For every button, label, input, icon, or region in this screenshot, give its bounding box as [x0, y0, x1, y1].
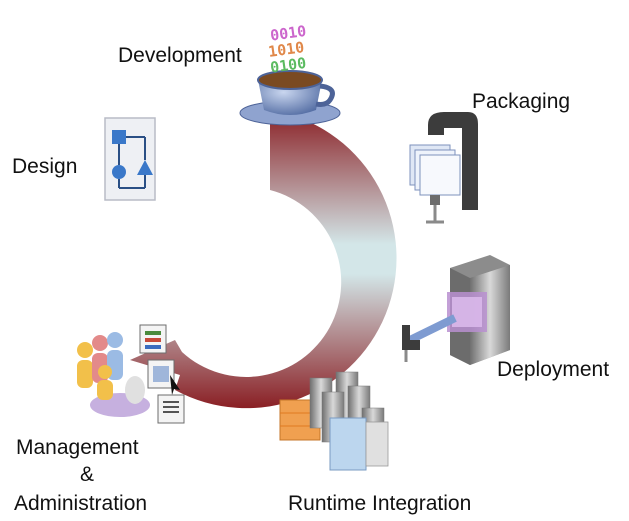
runtime-servers-icon [279, 371, 389, 471]
stage-label-management: Management [16, 436, 139, 459]
stage-label-deployment: Deployment [497, 358, 610, 381]
cycle-arrow [130, 110, 397, 409]
server-icon [402, 255, 510, 365]
design-flowchart-icon [104, 117, 156, 201]
binary-row-1: 0010 [269, 22, 307, 45]
stage-label-administration: Administration [14, 492, 148, 515]
stage-label-packaging: Packaging [472, 90, 571, 113]
clamp-icon [409, 112, 478, 224]
coffee-cup-icon [239, 70, 341, 126]
admin-windows-icon [139, 324, 185, 424]
binary-digits: 0010 1010 0100 [267, 22, 307, 77]
stage-label-ampersand: & [80, 463, 95, 486]
binary-row-2: 1010 [267, 38, 305, 61]
stage-label-runtime-integration: Runtime Integration [288, 492, 472, 515]
management-people-icon [77, 332, 150, 417]
stage-label-development: Development [118, 44, 242, 67]
stage-label-design: Design [12, 155, 78, 178]
binary-row-3: 0100 [269, 54, 307, 77]
